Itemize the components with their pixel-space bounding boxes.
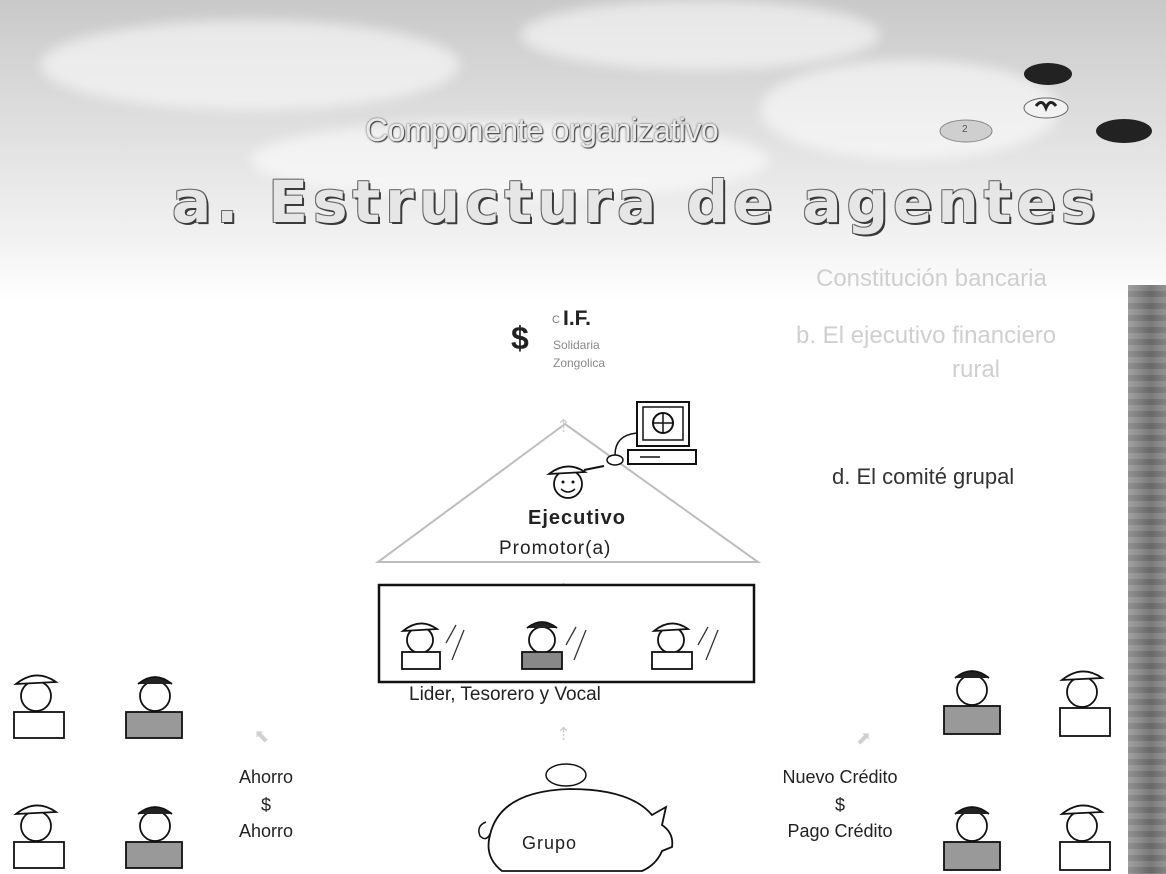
cloud [40,20,460,110]
left-mid-label: $ [260,795,271,815]
faint-arrow-icon: ⇡ [556,416,571,436]
cloud [250,120,770,200]
member-avatar [1059,804,1111,871]
faded-item-b: b. El ejecutivo financiero [796,322,1057,349]
tesorero-avatar [521,621,587,670]
left-top-label: Ahorro [238,767,294,787]
faint-arrow-icon: ⬈ [856,728,871,748]
if-title: I.F. [563,307,592,330]
faded-item-b-cont: rural [952,356,1001,383]
list-item-d: d. El comité grupal [832,464,1015,489]
left-bottom-label: Ahorro [238,821,294,841]
sea-strip [1128,285,1166,874]
piggy-label: Grupo [522,833,578,853]
faint-arrow-icon: ⬉ [254,726,269,746]
right-top-label: Nuevo Crédito [782,767,898,787]
lider-avatar [400,622,465,670]
member-avatar [1059,670,1111,737]
member-avatar [13,674,65,739]
if-line3: Zongolica [553,356,606,370]
promotor-label: Promotor(a) [499,538,612,559]
cloud [520,0,880,70]
ejecutivo-triangle [374,422,762,563]
nav-bubble-top[interactable] [1024,63,1072,85]
if-line2: Solidaria [553,338,600,352]
sea-strip-texture [1128,285,1166,874]
page-number: 2 [962,124,968,135]
if-small-prefix: C [552,314,560,326]
nav-bubble-page[interactable] [939,119,993,143]
vocal-avatar [651,622,719,670]
slide-background [0,0,1166,300]
member-avatar [13,804,65,869]
member-avatar [125,676,183,739]
nav-bubble-right[interactable] [1096,119,1152,143]
hands-icon-shape [1034,101,1058,113]
faint-arrow-icon: ⇡ [556,724,571,744]
right-mid-label: $ [834,795,845,815]
ejecutivo-label: Ejecutivo [528,507,626,529]
slide-title: a. Estructura de agentes [172,168,1101,236]
member-avatar [943,806,1001,871]
member-avatar [125,806,183,869]
committee-label: Lider, Tesorero y Vocal [409,684,601,705]
piggy-bank-icon [478,763,674,872]
right-bottom-label: Pago Crédito [787,821,893,841]
dollar-sign: $ [511,320,529,356]
computer-icon [606,401,697,466]
member-avatar [943,670,1001,735]
ejecutivo-avatar [546,465,605,499]
slide-subtitle: Componente organizativo [365,112,719,148]
cloud [760,60,1060,160]
faded-item-c: Constitución bancaria [816,265,1047,292]
